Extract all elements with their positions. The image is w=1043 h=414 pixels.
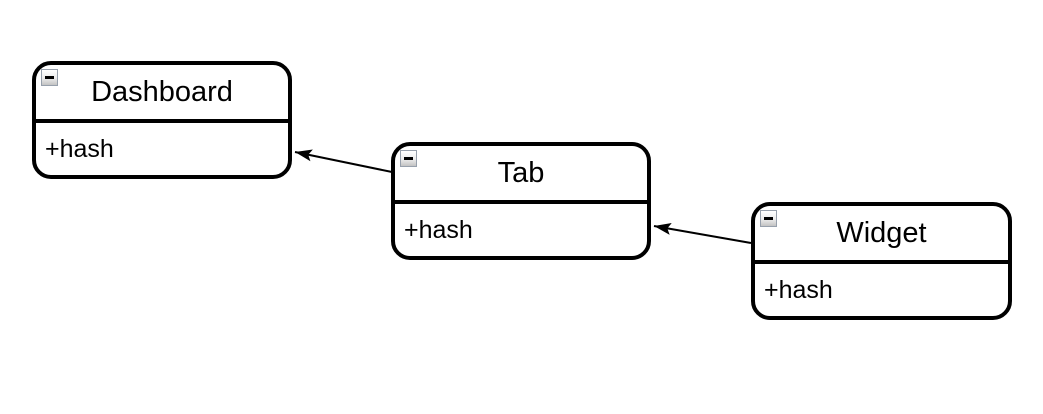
minus-icon xyxy=(404,157,413,160)
collapse-minus-icon[interactable] xyxy=(41,69,58,86)
collapse-minus-icon[interactable] xyxy=(760,210,777,227)
class-title-row: Tab xyxy=(395,146,647,204)
minus-icon xyxy=(45,76,54,79)
edge-tab-to-dashboard[interactable] xyxy=(294,149,393,173)
class-attribute: +hash xyxy=(764,275,833,304)
class-attribute-row: +hash xyxy=(755,264,1008,316)
class-attribute-row: +hash xyxy=(395,204,647,256)
class-node-dashboard[interactable]: Dashboard +hash xyxy=(32,61,292,179)
class-node-widget[interactable]: Widget +hash xyxy=(751,202,1012,320)
class-attribute: +hash xyxy=(404,215,473,244)
class-attribute-row: +hash xyxy=(36,123,288,175)
minus-icon xyxy=(764,217,773,220)
class-node-tab[interactable]: Tab +hash xyxy=(391,142,651,260)
class-title-row: Dashboard xyxy=(36,65,288,123)
class-title-row: Widget xyxy=(755,206,1008,264)
edge-widget-to-tab[interactable] xyxy=(653,223,752,244)
class-attribute: +hash xyxy=(45,134,114,163)
collapse-minus-icon[interactable] xyxy=(400,150,417,167)
class-title: Tab xyxy=(497,156,545,189)
class-title: Dashboard xyxy=(91,75,233,108)
class-title: Widget xyxy=(836,216,927,249)
